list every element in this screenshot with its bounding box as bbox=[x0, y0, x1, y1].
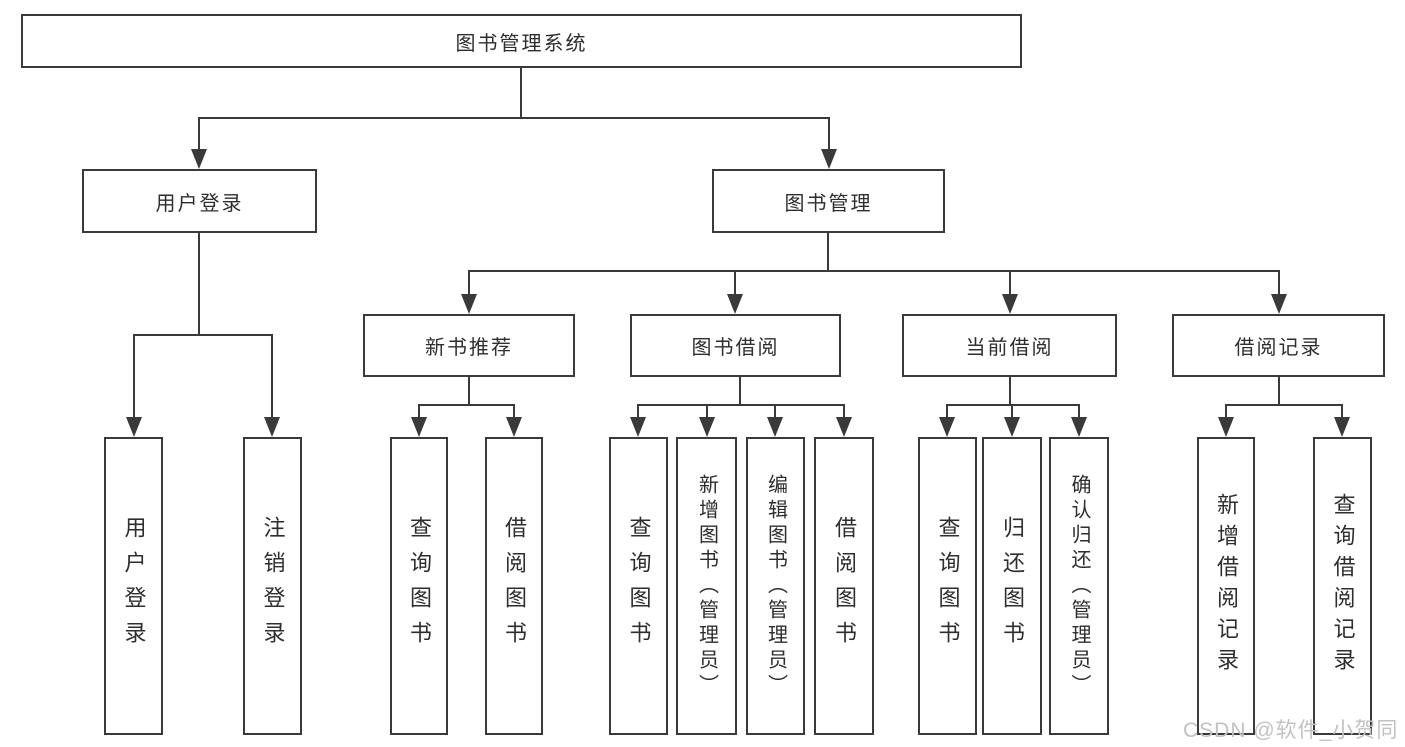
connector-line bbox=[843, 404, 845, 419]
leaf-query-book-current: 查询图书 bbox=[918, 437, 977, 735]
node-new-book-recommend-label: 新书推荐 bbox=[425, 337, 513, 359]
node-book-management: 图书管理 bbox=[712, 169, 945, 233]
leaf-add-borrow-record-label: 新增借阅记录 bbox=[1214, 493, 1239, 679]
connector-line bbox=[1078, 404, 1080, 419]
connector-line bbox=[1225, 404, 1227, 419]
node-current-borrowing: 当前借阅 bbox=[902, 314, 1117, 377]
node-current-borrowing-label: 当前借阅 bbox=[965, 337, 1054, 359]
connector-line bbox=[1278, 377, 1280, 406]
connector-line bbox=[520, 68, 522, 118]
connector-line bbox=[418, 404, 515, 406]
leaf-borrow-book-label: 借阅图书 bbox=[832, 516, 857, 656]
leaf-user-login-label: 用户登录 bbox=[121, 516, 147, 656]
csdn-watermark: CSDN @软件_小贺同学 bbox=[1183, 719, 1399, 742]
arrowhead-down-icon bbox=[1334, 417, 1350, 437]
node-user-login: 用户登录 bbox=[82, 169, 317, 233]
node-borrowing-records: 借阅记录 bbox=[1172, 314, 1385, 377]
connector-line bbox=[739, 377, 741, 406]
connector-line bbox=[198, 117, 200, 151]
connector-line bbox=[418, 404, 420, 419]
connector-line bbox=[637, 404, 845, 406]
node-book-borrowing-label: 图书借阅 bbox=[691, 337, 780, 359]
arrowhead-down-icon bbox=[1004, 417, 1020, 437]
leaf-confirm-return-admin: 确认归还（管理员） bbox=[1049, 437, 1109, 735]
leaf-edit-book-admin: 编辑图书（管理员） bbox=[746, 437, 805, 735]
arrowhead-down-icon bbox=[767, 417, 783, 437]
connector-line bbox=[774, 404, 776, 419]
leaf-add-borrow-record: 新增借阅记录 bbox=[1197, 437, 1255, 735]
arrowhead-down-icon bbox=[191, 149, 207, 169]
connector-line bbox=[1009, 377, 1011, 406]
node-new-book-recommend: 新书推荐 bbox=[363, 314, 575, 377]
leaf-borrow-book-recommend-label: 借阅图书 bbox=[502, 516, 527, 656]
node-library-system: 图书管理系统 bbox=[21, 14, 1022, 68]
connector-line bbox=[827, 233, 829, 272]
leaf-query-book-borrowing: 查询图书 bbox=[609, 437, 668, 735]
node-book-management-label: 图书管理 bbox=[784, 192, 873, 215]
arrowhead-down-icon bbox=[630, 417, 646, 437]
connector-line bbox=[198, 233, 200, 336]
connector-line bbox=[468, 377, 470, 406]
arrowhead-down-icon bbox=[939, 417, 955, 437]
connector-line bbox=[468, 270, 1280, 272]
connector-line bbox=[513, 404, 515, 419]
arrowhead-down-icon bbox=[699, 417, 715, 437]
connector-line bbox=[198, 117, 830, 119]
node-borrowing-records-label: 借阅记录 bbox=[1234, 337, 1323, 359]
leaf-add-book-admin-label: 新增图书（管理员） bbox=[695, 473, 718, 699]
leaf-logout-label: 注销登录 bbox=[260, 516, 286, 656]
connector-line bbox=[1009, 270, 1011, 296]
leaf-query-book-recommend-label: 查询图书 bbox=[407, 516, 432, 656]
connector-line bbox=[946, 404, 1080, 406]
connector-line bbox=[1278, 270, 1280, 296]
arrowhead-down-icon bbox=[461, 294, 477, 314]
arrowhead-down-icon bbox=[264, 417, 280, 437]
connector-line bbox=[946, 404, 948, 419]
arrowhead-down-icon bbox=[411, 417, 427, 437]
arrowhead-down-icon bbox=[126, 417, 142, 437]
connector-line bbox=[734, 270, 736, 296]
arrowhead-down-icon bbox=[727, 294, 743, 314]
connector-line bbox=[1011, 404, 1013, 419]
arrowhead-down-icon bbox=[821, 149, 837, 169]
leaf-borrow-book: 借阅图书 bbox=[814, 437, 874, 735]
leaf-borrow-book-recommend: 借阅图书 bbox=[485, 437, 543, 735]
leaf-query-book-current-label: 查询图书 bbox=[935, 516, 961, 656]
leaf-return-book-label: 归还图书 bbox=[1000, 516, 1025, 656]
arrowhead-down-icon bbox=[836, 417, 852, 437]
leaf-query-book-borrowing-label: 查询图书 bbox=[626, 516, 652, 656]
connector-line bbox=[706, 404, 708, 419]
arrowhead-down-icon bbox=[1271, 294, 1287, 314]
node-book-borrowing: 图书借阅 bbox=[630, 314, 841, 377]
connector-line bbox=[828, 117, 830, 151]
connector-line bbox=[468, 270, 470, 296]
node-user-login-label: 用户登录 bbox=[155, 192, 244, 215]
arrowhead-down-icon bbox=[1071, 417, 1087, 437]
leaf-user-login: 用户登录 bbox=[104, 437, 163, 735]
connector-line bbox=[271, 334, 273, 418]
arrowhead-down-icon bbox=[1218, 417, 1234, 437]
leaf-edit-book-admin-label: 编辑图书（管理员） bbox=[764, 473, 787, 699]
leaf-add-book-admin: 新增图书（管理员） bbox=[676, 437, 737, 735]
leaf-query-borrow-record-label: 查询借阅记录 bbox=[1330, 493, 1356, 679]
leaf-query-borrow-record: 查询借阅记录 bbox=[1313, 437, 1372, 735]
leaf-query-book-recommend: 查询图书 bbox=[390, 437, 448, 735]
connector-line bbox=[1225, 404, 1343, 406]
arrowhead-down-icon bbox=[1002, 294, 1018, 314]
leaf-return-book: 归还图书 bbox=[982, 437, 1042, 735]
connector-line bbox=[133, 334, 135, 418]
leaf-confirm-return-admin-label: 确认归还（管理员） bbox=[1068, 473, 1090, 699]
arrowhead-down-icon bbox=[506, 417, 522, 437]
connector-line bbox=[1341, 404, 1343, 419]
node-library-system-label: 图书管理系统 bbox=[455, 32, 588, 55]
connector-line bbox=[133, 334, 273, 336]
connector-line bbox=[637, 404, 639, 419]
leaf-logout: 注销登录 bbox=[243, 437, 302, 735]
